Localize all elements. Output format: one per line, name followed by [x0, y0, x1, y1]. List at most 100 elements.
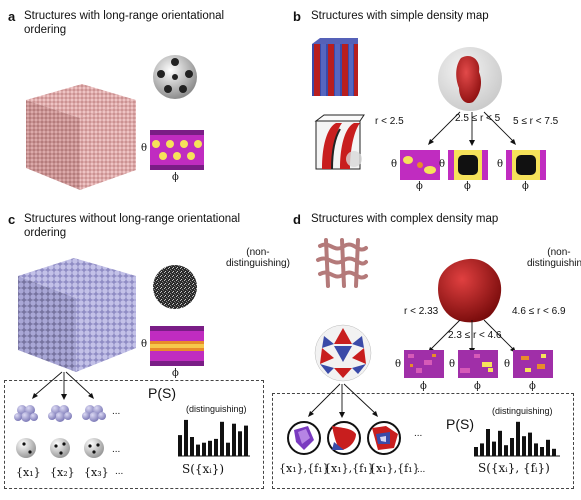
x2-label: {x₂} [50, 466, 75, 479]
density-icons-d [287, 421, 401, 455]
phi-label: ϕ [420, 381, 427, 392]
s-xi-label: S({xᵢ}) [182, 462, 225, 476]
network-structure-image [316, 238, 368, 288]
histogram-bar [178, 435, 182, 456]
heatmap-b-1 [400, 150, 440, 180]
panel-a-title: Structures with long-range orientational… [24, 10, 225, 36]
heatmap-c [150, 326, 204, 366]
distinguishing-box-c [4, 380, 264, 489]
panel-c-letter: c [8, 212, 16, 227]
histogram-bar [208, 440, 212, 456]
theta-label: θ [439, 159, 446, 170]
panel-b-title: Structures with simple density map [311, 10, 489, 22]
panel-b-letter: b [293, 9, 301, 24]
histogram-bar [196, 444, 200, 456]
phi-label: ϕ [416, 181, 423, 192]
ellipsis-1: ... [414, 428, 423, 439]
theta-label: θ [141, 339, 148, 350]
histogram-bar [232, 423, 236, 456]
phi-label: ϕ [172, 368, 179, 379]
non-distinguishing-label: (non- distinguishing) [527, 247, 581, 269]
phi-label: ϕ [529, 381, 536, 392]
non-distinguishing-label: (non- distinguishing) [226, 247, 290, 269]
histogram-bar [486, 429, 490, 456]
histogram-bar [540, 447, 544, 456]
ridge-shape-image [314, 114, 365, 170]
histogram-bar [202, 442, 206, 456]
arrows-b [428, 111, 516, 146]
x1-label: {x₁} [16, 466, 41, 479]
heatmap-b-3 [506, 150, 546, 180]
histogram-bar [244, 425, 248, 456]
panel-c-title: Structures without long-range orientatio… [24, 213, 241, 239]
phi-label: ϕ [464, 181, 471, 192]
range-label-2: 2.3 ≤ r < 4.6 [448, 330, 502, 341]
ps-label: P(S) [148, 385, 176, 401]
ellipsis-1: ... [112, 406, 121, 417]
heatmap-b-2 [448, 150, 488, 180]
histogram-bar [480, 443, 484, 456]
x3-label: {x₃} [84, 466, 109, 479]
panel-d-letter: d [293, 212, 301, 227]
distinguishing-label: (distinguishing) [186, 404, 247, 414]
theta-label: θ [141, 143, 148, 154]
histogram-bar [226, 442, 230, 456]
ellipsis-3: ... [115, 466, 124, 477]
histogram-bar [498, 430, 502, 456]
xf3-label: {x₁},{f₁} [369, 462, 420, 475]
phi-label: ϕ [474, 381, 481, 392]
range-label-3: 5 ≤ r < 7.5 [513, 116, 559, 127]
histogram-bar [214, 438, 218, 456]
lamellar-structure-image [312, 38, 358, 96]
distinguishing-box-d [272, 393, 574, 489]
triply-periodic-sphere-image [314, 324, 372, 382]
crystal-cube-image [26, 84, 136, 190]
histogram-bar [510, 438, 514, 456]
histogram-bar [220, 421, 224, 456]
histogram-bar [474, 447, 478, 456]
theta-label: θ [391, 159, 398, 170]
histogram-bar [238, 431, 242, 456]
histogram-d [474, 421, 560, 457]
histogram-bar [534, 443, 538, 456]
theta-label: θ [395, 359, 402, 370]
cluster-icons-c [14, 405, 106, 458]
histogram-bar [492, 441, 496, 456]
panel-a-letter: a [8, 9, 16, 24]
xf1-label: {x₁},{f₁} [279, 462, 330, 475]
ellipsis-2: ... [417, 464, 426, 475]
heatmap-d-3 [513, 350, 553, 378]
range-label-2: 2.5 ≤ r < 5 [455, 113, 501, 124]
phi-label: ϕ [172, 172, 179, 183]
arrows-d-bottom [308, 383, 378, 418]
theta-label: θ [497, 159, 504, 170]
s-xf-label: S({xᵢ}, {fᵢ}) [478, 461, 550, 475]
histogram-bar [504, 445, 508, 456]
heatmap-d-1 [404, 350, 444, 378]
panel-d-title: Structures with complex density map [311, 213, 499, 225]
arrows-c [32, 371, 94, 400]
ellipsis-2: ... [112, 444, 121, 455]
ps-label: P(S) [446, 416, 474, 432]
histogram-bar [546, 439, 550, 456]
range-label-3: 4.6 ≤ r < 6.9 [512, 306, 566, 317]
heatmap-a [150, 130, 204, 170]
noisy-sphere-image [153, 265, 197, 309]
density-map-sphere-d [438, 258, 502, 323]
phi-label: ϕ [522, 181, 529, 192]
histogram-bar [516, 421, 520, 456]
density-map-sphere-b [438, 47, 502, 111]
histogram-c [178, 419, 250, 457]
amorphous-cube-image [18, 258, 136, 372]
range-label-1: r < 2.5 [375, 116, 404, 127]
xf2-label: {x₁},{f₁} [324, 462, 375, 475]
histogram-bar [528, 432, 532, 456]
theta-label: θ [449, 359, 456, 370]
histogram-bar [190, 437, 194, 456]
histogram-bar [184, 419, 188, 456]
histogram-bar [522, 436, 526, 456]
histogram-bar [552, 448, 556, 456]
distinguishing-label: (distinguishing) [492, 406, 553, 416]
heatmap-d-2 [458, 350, 498, 378]
theta-label: θ [504, 359, 511, 370]
